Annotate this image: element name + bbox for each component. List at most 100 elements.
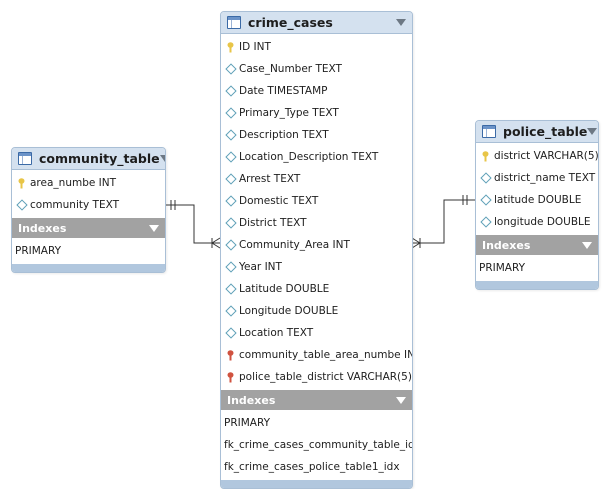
column-list: area_numbe INT community TEXT: [12, 170, 165, 218]
column-row[interactable]: district_name TEXT: [476, 167, 598, 189]
crow-foot-left-2: [211, 242, 221, 249]
column-row[interactable]: district VARCHAR(5): [476, 145, 598, 167]
collapse-arrow-icon[interactable]: [587, 128, 598, 135]
indexes-title: Indexes: [482, 238, 531, 252]
index-row[interactable]: fk_crime_cases_police_table1_idx: [224, 461, 400, 473]
table-icon: [227, 16, 241, 29]
column-row[interactable]: Year INT: [221, 256, 412, 278]
collapse-arrow-icon[interactable]: [396, 396, 406, 404]
column-row[interactable]: Date TIMESTAMP: [221, 80, 412, 102]
column-icon: [479, 194, 492, 206]
column-icon: [224, 261, 237, 273]
column-icon: [224, 305, 237, 317]
column-icon: [224, 239, 237, 251]
column-row[interactable]: area_numbe INT: [12, 172, 165, 194]
column-icon: [15, 199, 28, 211]
indexes-header[interactable]: Indexes: [476, 235, 598, 255]
table-header[interactable]: police_table: [476, 121, 598, 143]
column-label: latitude DOUBLE: [494, 194, 582, 206]
column-icon: [224, 63, 237, 75]
collapse-arrow-icon[interactable]: [396, 19, 406, 26]
column-row[interactable]: Arrest TEXT: [221, 168, 412, 190]
collapse-arrow-icon[interactable]: [159, 155, 165, 162]
column-row[interactable]: ID INT: [221, 36, 412, 58]
column-label: district_name TEXT: [494, 172, 596, 184]
column-row[interactable]: police_table_district VARCHAR(5): [221, 366, 412, 388]
index-row[interactable]: PRIMARY: [224, 417, 271, 429]
column-label: Description TEXT: [239, 129, 329, 141]
column-icon: [224, 283, 237, 295]
column-row[interactable]: community_table_area_numbe INT: [221, 344, 412, 366]
foreign-key-icon: [225, 371, 236, 383]
column-row[interactable]: Latitude DOUBLE: [221, 278, 412, 300]
column-row[interactable]: Community_Area INT: [221, 234, 412, 256]
primary-key-icon: [225, 41, 236, 53]
column-icon: [224, 173, 237, 185]
column-row[interactable]: District TEXT: [221, 212, 412, 234]
index-row[interactable]: fk_crime_cases_community_table_idx: [224, 439, 413, 451]
column-label: ID INT: [239, 41, 271, 53]
crow-foot-right-1: [411, 237, 421, 244]
table-footer: [12, 264, 165, 272]
column-row[interactable]: Location TEXT: [221, 322, 412, 344]
column-row[interactable]: Longitude DOUBLE: [221, 300, 412, 322]
collapse-arrow-icon[interactable]: [149, 224, 159, 232]
column-row[interactable]: Domestic TEXT: [221, 190, 412, 212]
column-label: Location TEXT: [239, 327, 314, 339]
column-row[interactable]: longitude DOUBLE: [476, 211, 598, 233]
relationship-police-crime: [412, 199, 475, 244]
index-list: PRIMARY: [476, 255, 598, 281]
crow-foot-left-1: [211, 237, 221, 244]
table-title: community_table: [39, 151, 160, 166]
column-label: community_table_area_numbe INT: [239, 349, 413, 361]
collapse-arrow-icon[interactable]: [582, 241, 592, 249]
column-icon: [224, 85, 237, 97]
column-icon: [479, 172, 492, 184]
table-title: crime_cases: [248, 15, 333, 30]
column-row[interactable]: latitude DOUBLE: [476, 189, 598, 211]
column-icon: [479, 216, 492, 228]
column-icon: [224, 107, 237, 119]
table-icon: [482, 125, 496, 138]
column-row[interactable]: Case_Number TEXT: [221, 58, 412, 80]
column-label: community TEXT: [30, 199, 120, 211]
column-label: Year INT: [239, 261, 282, 273]
column-row[interactable]: Primary_Type TEXT: [221, 102, 412, 124]
column-label: Community_Area INT: [239, 239, 350, 251]
table-community[interactable]: community_table area_numbe INT community…: [11, 147, 166, 273]
column-label: district VARCHAR(5): [494, 150, 599, 162]
column-label: area_numbe INT: [30, 177, 117, 189]
index-row[interactable]: PRIMARY: [479, 262, 526, 274]
column-label: Location_Description TEXT: [239, 151, 379, 163]
column-icon: [224, 327, 237, 339]
table-title: police_table: [503, 124, 588, 139]
indexes-header[interactable]: Indexes: [12, 218, 165, 238]
column-icon: [224, 195, 237, 207]
primary-key-icon: [16, 177, 27, 189]
primary-key-icon: [480, 150, 491, 162]
table-icon: [18, 152, 32, 165]
table-header[interactable]: community_table: [12, 148, 165, 170]
table-footer: [476, 281, 598, 289]
column-label: Latitude DOUBLE: [239, 283, 330, 295]
column-label: District TEXT: [239, 217, 307, 229]
column-list: district VARCHAR(5) district_name TEXT l…: [476, 143, 598, 235]
column-label: Date TIMESTAMP: [239, 85, 328, 97]
crow-foot-right-2: [411, 242, 421, 249]
relationship-community-crime: [165, 204, 220, 244]
column-list: ID INT Case_Number TEXT Date TIMESTAMP P…: [221, 34, 412, 390]
table-crime-cases[interactable]: crime_cases ID INT Case_Number TEXT Date…: [220, 11, 413, 489]
table-footer: [221, 480, 412, 488]
table-police[interactable]: police_table district VARCHAR(5) distric…: [475, 120, 599, 290]
table-header[interactable]: crime_cases: [221, 12, 412, 34]
indexes-title: Indexes: [18, 221, 67, 235]
indexes-header[interactable]: Indexes: [221, 390, 412, 410]
column-row[interactable]: community TEXT: [12, 194, 165, 216]
column-row[interactable]: Description TEXT: [221, 124, 412, 146]
indexes-title: Indexes: [227, 393, 276, 407]
index-row[interactable]: PRIMARY: [15, 245, 62, 257]
index-list: PRIMARY fk_crime_cases_community_table_i…: [221, 410, 412, 480]
foreign-key-icon: [225, 349, 236, 361]
column-row[interactable]: Location_Description TEXT: [221, 146, 412, 168]
column-label: Longitude DOUBLE: [239, 305, 339, 317]
